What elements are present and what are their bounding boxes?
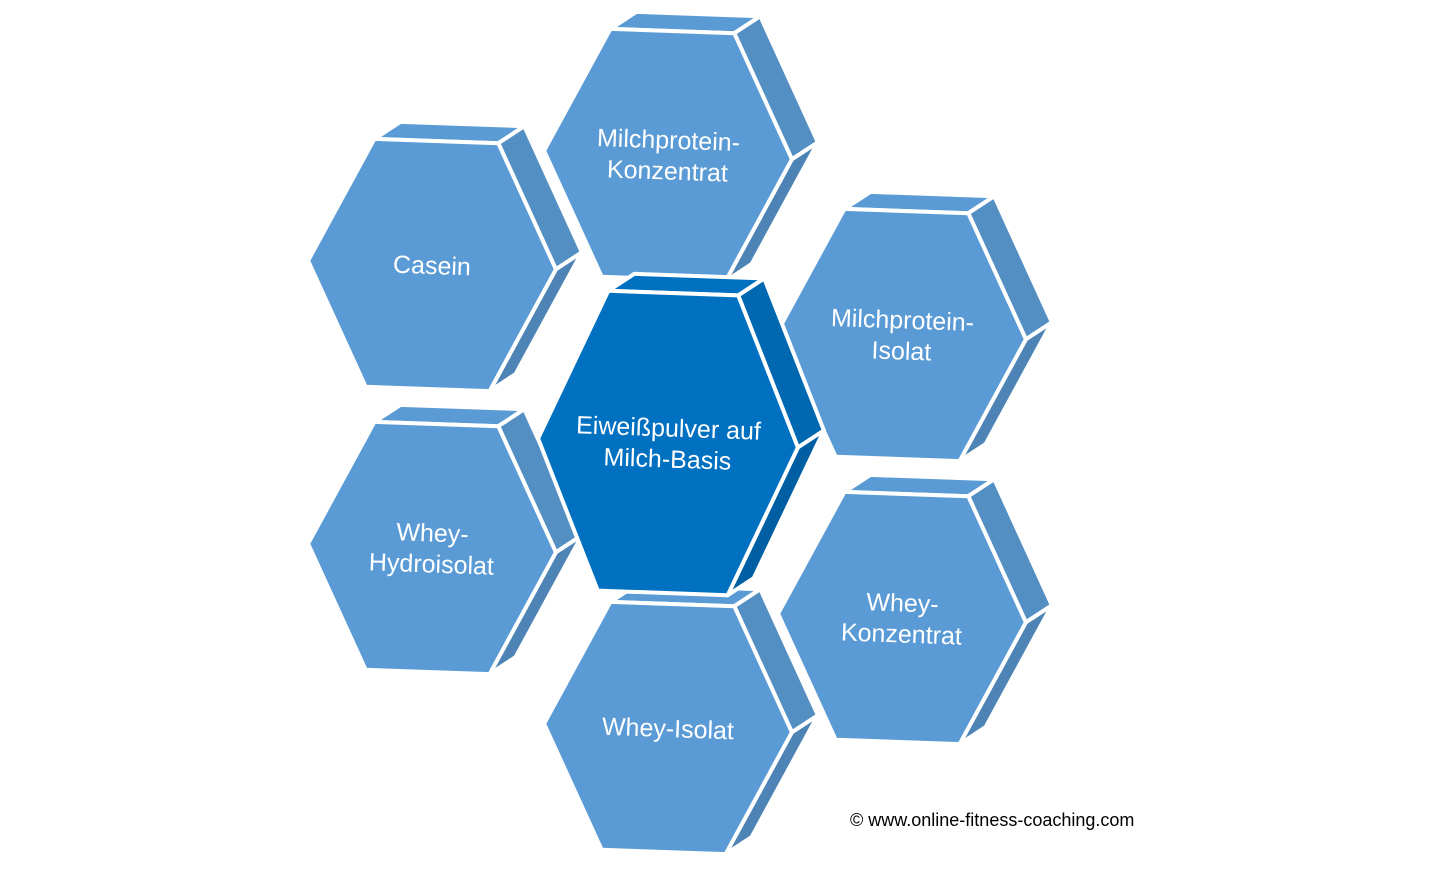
hex-label-line: Whey- — [396, 518, 469, 549]
hex-face — [542, 599, 794, 857]
hex-label-line: Milch-Basis — [603, 443, 732, 475]
hex-label-line: Hydroisolat — [368, 548, 494, 580]
hex-label: Milchprotein-Konzentrat — [595, 124, 740, 188]
copyright-notice: © www.online-fitness-coaching.com — [850, 810, 1135, 830]
hex-face — [306, 419, 558, 677]
hex-milchprotein-konzentrat: Milchprotein-Konzentrat — [542, 9, 820, 284]
hex-label: Milchprotein-Isolat — [829, 304, 974, 368]
hex-face — [776, 206, 1028, 464]
hex-label-line: Eiweißpulver auf — [576, 411, 762, 445]
hex-face — [536, 288, 800, 598]
hex-casein: Casein — [306, 119, 584, 394]
hex-label-line: Milchprotein- — [597, 124, 741, 157]
hex-label-line: Whey-Isolat — [602, 713, 735, 746]
hex-label-line: Konzentrat — [607, 155, 729, 187]
hex-whey-konzentrat: Whey-Konzentrat — [776, 472, 1054, 747]
hex-label: Whey-Konzentrat — [841, 587, 964, 650]
hex-milchprotein-isolat: Milchprotein-Isolat — [776, 189, 1054, 464]
hex-label-line: Konzentrat — [841, 618, 963, 650]
hex-label-line: Whey- — [866, 588, 939, 619]
hex-whey-hydroisolat: Whey-Hydroisolat — [306, 402, 584, 677]
hex-label: Whey-Hydroisolat — [368, 517, 495, 580]
hex-label-line: Casein — [393, 251, 472, 282]
hex-whey-isolat: Whey-Isolat — [542, 582, 820, 857]
hex-label-line: Milchprotein- — [831, 304, 975, 337]
hex-face — [776, 489, 1028, 747]
hex-label: Whey-Isolat — [602, 713, 735, 746]
hex-label: Casein — [393, 251, 472, 282]
hex-center: Eiweißpulver aufMilch-Basis — [536, 271, 826, 598]
hex-face — [306, 136, 558, 394]
hex-face — [542, 26, 794, 284]
center-hex-label: Eiweißpulver aufMilch-Basis — [575, 411, 762, 476]
hex-label-line: Isolat — [871, 336, 932, 366]
